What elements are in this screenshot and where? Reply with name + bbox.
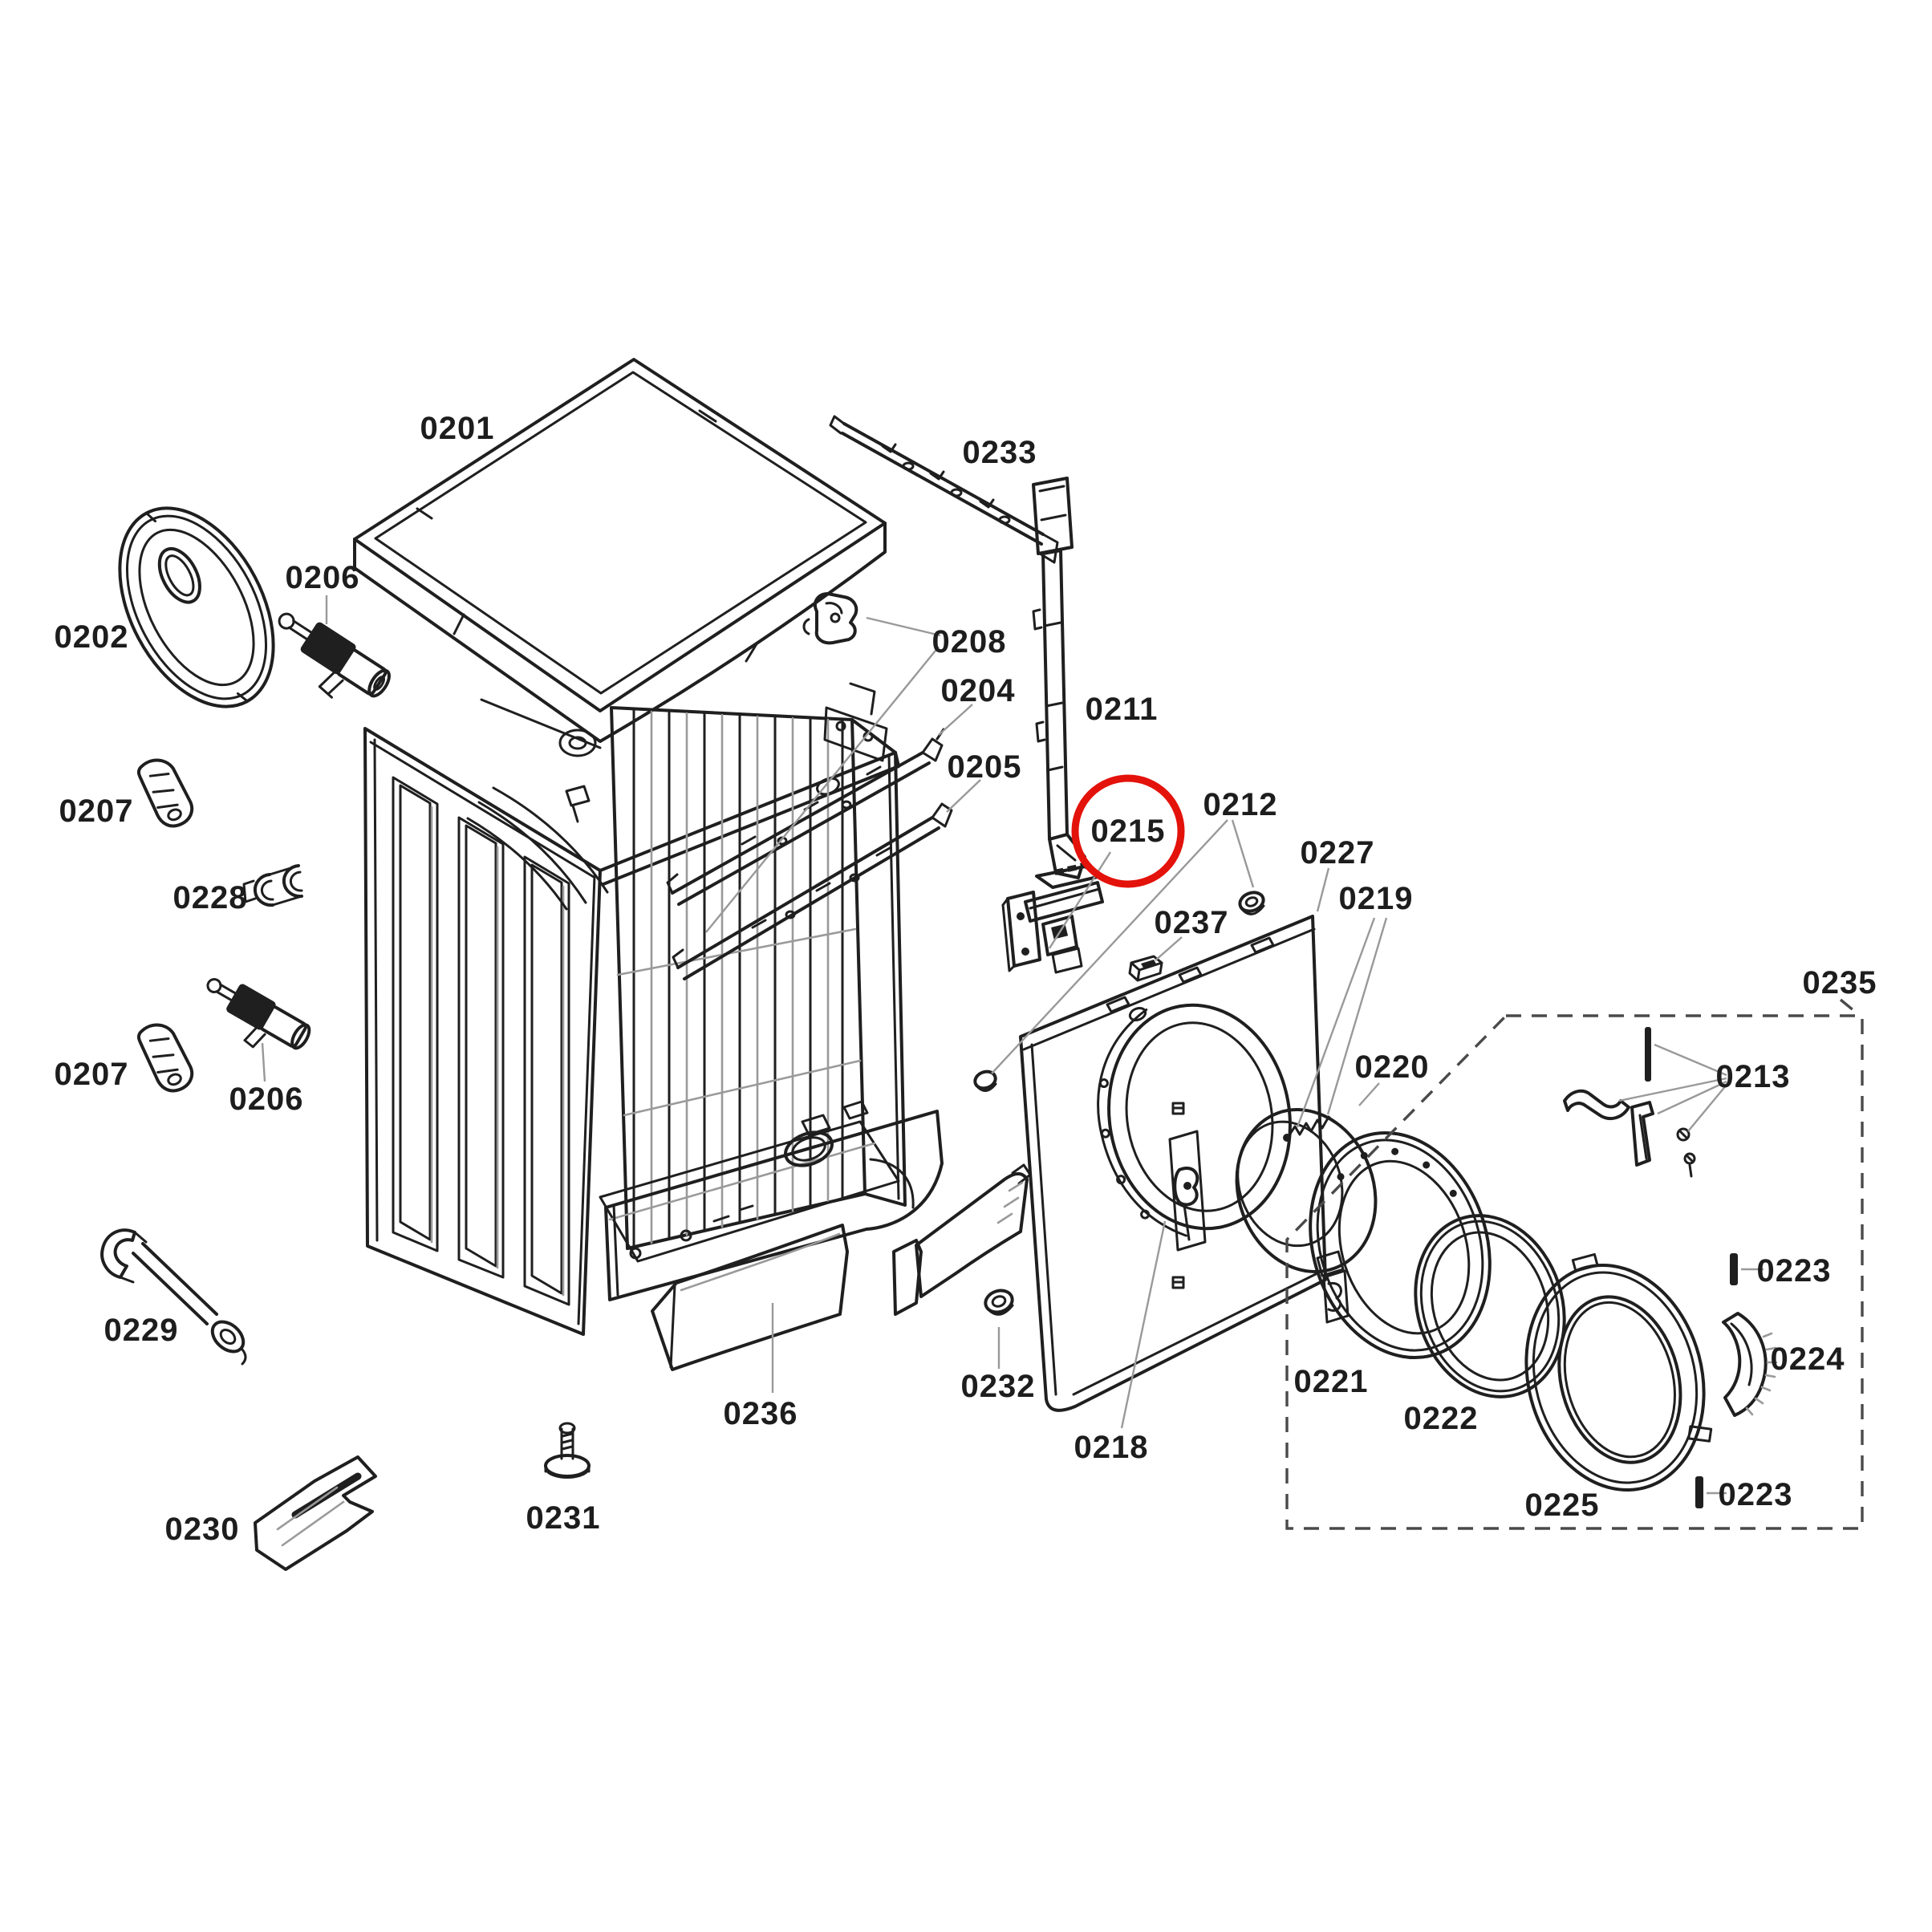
part-0222-mid-ring	[1414, 1214, 1566, 1398]
part-label-0230: 0230	[165, 1512, 240, 1547]
part-label-0232: 0232	[961, 1369, 1036, 1404]
leader-lines	[261, 595, 1764, 1495]
part-cabinet-frame	[363, 682, 944, 1336]
part-label-0236: 0236	[724, 1396, 798, 1431]
part-0225-outer-ring	[1524, 1252, 1713, 1492]
part-label-0215: 0215	[1091, 814, 1166, 849]
part-0230-brace	[254, 1455, 377, 1571]
part-0201-top-panel	[353, 358, 887, 743]
part-label-0207-upper: 0207	[59, 794, 134, 829]
part-0212-grommets	[973, 891, 1265, 1092]
part-label-0235: 0235	[1803, 965, 1877, 1000]
part-0206-damper-upper	[278, 612, 391, 699]
part-label-0219: 0219	[1339, 881, 1414, 916]
part-0232-grommet	[984, 1289, 1014, 1316]
part-label-0229: 0229	[104, 1313, 179, 1348]
part-0204-rail	[666, 728, 945, 906]
part-0237-chip	[1128, 955, 1163, 982]
part-label-0227: 0227	[1301, 835, 1375, 871]
part-0205-rail	[672, 802, 953, 980]
part-label-0218: 0218	[1074, 1430, 1149, 1465]
group-box-0235	[1285, 998, 1864, 1530]
part-label-0213: 0213	[1716, 1059, 1791, 1094]
part-label-0202: 0202	[55, 619, 129, 655]
part-0220-door-glass	[1235, 1108, 1378, 1273]
part-label-0212: 0212	[1203, 787, 1278, 822]
part-label-0237: 0237	[1155, 905, 1229, 940]
part-0231-foot	[544, 1422, 591, 1479]
part-label-0224: 0224	[1771, 1341, 1845, 1377]
part-0229-wrench	[100, 1228, 247, 1366]
part-label-0220: 0220	[1355, 1049, 1430, 1085]
diagram-line-art	[100, 358, 1778, 1571]
part-0208-clip	[802, 592, 858, 645]
highlight-circle-0215	[1071, 774, 1185, 888]
part-label-0208: 0208	[932, 624, 1007, 660]
part-label-0206-lower: 0206	[229, 1082, 304, 1117]
part-label-0204: 0204	[941, 673, 1016, 708]
part-labels: 0201 0202 0204 0205 0206 0206 0207 0207 …	[55, 411, 1877, 1547]
part-0236-plinth	[651, 1163, 1032, 1371]
part-label-0225: 0225	[1525, 1488, 1600, 1523]
part-0233-rail	[829, 415, 1059, 564]
part-label-0205: 0205	[948, 749, 1022, 785]
part-label-0201: 0201	[420, 411, 495, 446]
part-label-0228: 0228	[173, 880, 248, 915]
part-0207-clip-upper	[136, 758, 194, 828]
part-0202-gasket	[118, 506, 275, 708]
part-label-0221: 0221	[1294, 1364, 1369, 1399]
part-label-0222: 0222	[1404, 1401, 1479, 1436]
part-0215-door-lock	[1001, 861, 1104, 974]
part-label-0211: 0211	[1086, 692, 1159, 727]
part-label-0206-upper: 0206	[286, 560, 360, 595]
part-0224-handle	[1722, 1312, 1778, 1417]
part-0228-clamp	[242, 864, 303, 907]
part-label-0233: 0233	[963, 435, 1037, 470]
part-0218-front-panel	[1019, 915, 1335, 1412]
part-0213-hinge-parts	[1563, 1027, 1696, 1178]
part-label-0231: 0231	[526, 1500, 601, 1536]
part-0206-damper-lower	[206, 978, 311, 1050]
part-0221-inner-ring	[1309, 1130, 1492, 1360]
part-label-0223-lower: 0223	[1719, 1477, 1793, 1512]
part-label-0207-lower: 0207	[55, 1057, 129, 1092]
part-label-0223-upper: 0223	[1757, 1253, 1832, 1289]
part-0223-pins	[1695, 1253, 1738, 1508]
part-0207-clip-lower	[134, 1016, 199, 1098]
